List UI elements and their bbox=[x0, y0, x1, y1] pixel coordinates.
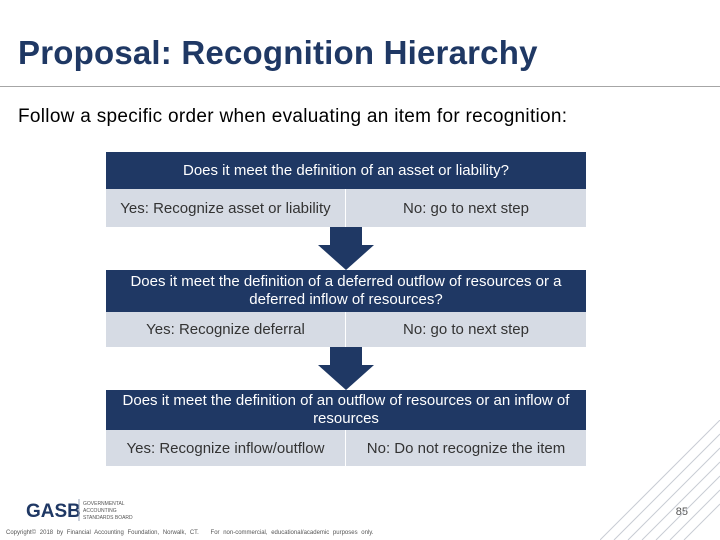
page-number: 85 bbox=[675, 506, 688, 518]
footer: Copyright© 2018 by Financial Accounting … bbox=[6, 530, 382, 536]
logo-tagline-2: ACCOUNTING bbox=[83, 508, 117, 514]
title-divider bbox=[0, 86, 720, 87]
footer-notice: For non-commercial, educational/academic… bbox=[210, 530, 374, 536]
slide-title: Proposal: Recognition Hierarchy bbox=[18, 34, 538, 71]
corner-decoration bbox=[600, 420, 720, 540]
step-1-question: Does it meet the definition of an asset … bbox=[106, 152, 586, 189]
step-2-no: No: go to next step bbox=[346, 312, 586, 347]
step-1-no: No: go to next step bbox=[346, 189, 586, 227]
step-2-yes: Yes: Recognize deferral bbox=[106, 312, 346, 347]
step-2-question: Does it meet the definition of a deferre… bbox=[106, 270, 586, 312]
down-arrow-icon bbox=[318, 227, 374, 270]
step-3-no: No: Do not recognize the item bbox=[346, 430, 586, 466]
logo-tagline-3: STANDARDS BOARD bbox=[83, 515, 133, 521]
logo-wordmark: GASB bbox=[26, 501, 81, 522]
step-1-yes: Yes: Recognize asset or liability bbox=[106, 189, 346, 227]
down-arrow-icon bbox=[318, 347, 374, 390]
footer-copyright: Copyright© 2018 by Financial Accounting … bbox=[6, 530, 199, 536]
step-3-yes: Yes: Recognize inflow/outflow bbox=[106, 430, 346, 466]
intro-text: Follow a specific order when evaluating … bbox=[18, 106, 568, 127]
step-3-question: Does it meet the definition of an outflo… bbox=[106, 390, 586, 430]
gasb-logo: GASB GOVERNMENTAL ACCOUNTING STANDARDS B… bbox=[26, 499, 133, 522]
logo-tagline-1: GOVERNMENTAL bbox=[83, 501, 125, 507]
